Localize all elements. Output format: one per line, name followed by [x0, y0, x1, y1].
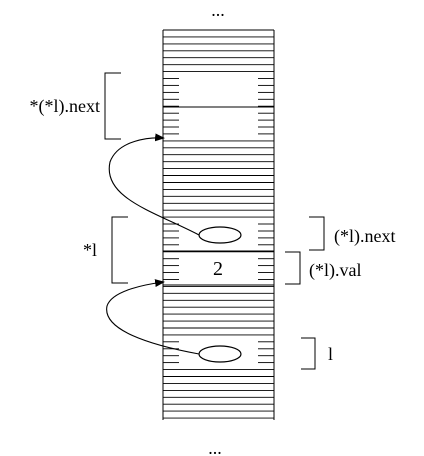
- pointer-next: [198, 226, 242, 244]
- ellipsis-bottom: ...: [208, 438, 222, 456]
- bracket-l: [301, 337, 316, 370]
- label-deref-deref-next: *(*l).next: [30, 96, 100, 117]
- bracket-deref-l: [111, 216, 128, 284]
- bracket-deref-deref-next: [104, 72, 121, 140]
- arrow-l-to-struct: [106, 279, 200, 355]
- pointer-l: [198, 345, 242, 363]
- memory-column: [162, 29, 275, 420]
- label-deref-l: *l: [83, 240, 97, 260]
- memory-row-lines: [163, 29, 274, 419]
- label-l-next: (*l).next: [334, 226, 395, 247]
- ellipsis-top: ...: [211, 0, 225, 20]
- arrow-next-to-next-struct: [108, 133, 200, 236]
- label-l-val: (*l).val: [309, 260, 361, 281]
- label-l: l: [328, 344, 333, 364]
- bracket-l-next: [309, 216, 325, 251]
- cell-value-2: 2: [213, 258, 223, 280]
- bracket-l-val: [285, 251, 301, 285]
